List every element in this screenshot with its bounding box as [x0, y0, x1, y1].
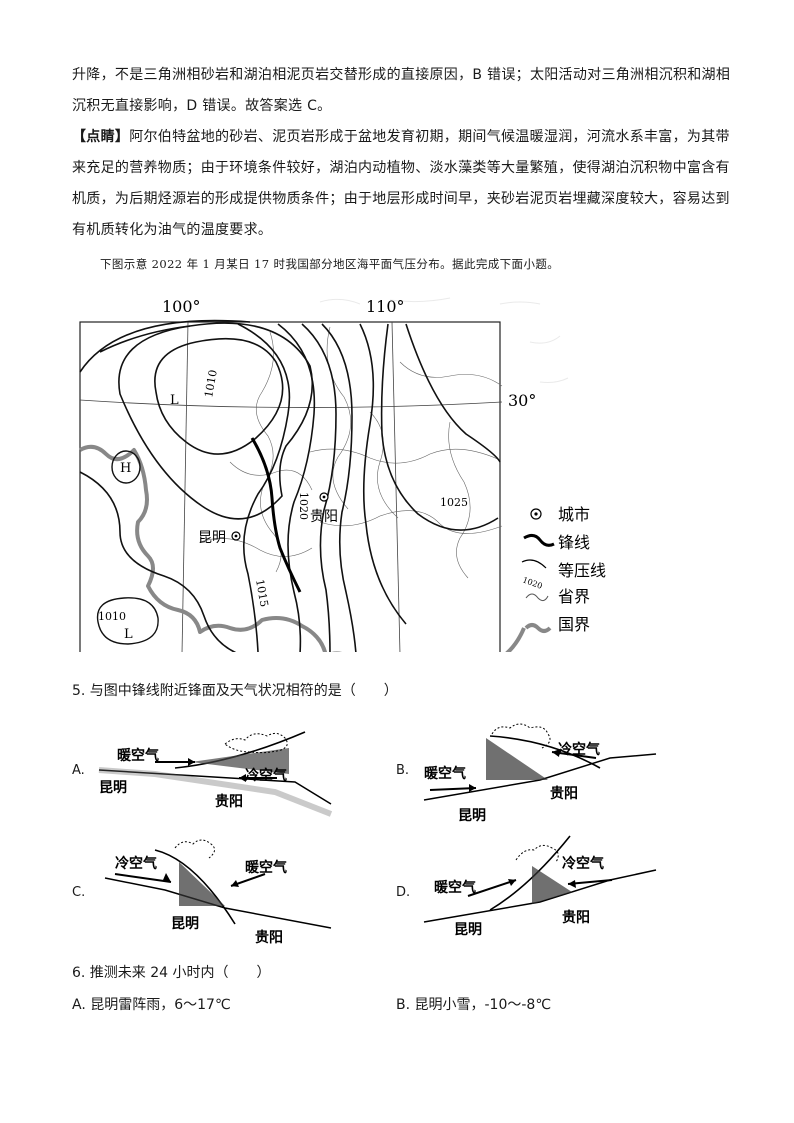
- map-legend: 城市 锋线 1020 等压线 省界 国界: [521, 505, 606, 634]
- parallel-30: [79, 399, 503, 408]
- national-border-icon: [524, 623, 552, 633]
- meridian-110: [391, 321, 401, 652]
- isobar-label: 1010: [98, 610, 126, 623]
- national-border: [79, 444, 526, 652]
- cold-air-label: 冷空气: [115, 855, 157, 872]
- isobar-label: 1020: [297, 492, 310, 520]
- legend-label: 等压线: [558, 561, 606, 580]
- option-b-diagram[interactable]: 暖空气 冷空气 昆明 贵阳: [420, 718, 660, 828]
- q6-option-b[interactable]: B. 昆明小雪，-10～-8℃: [396, 997, 552, 1013]
- option-d-letter[interactable]: D.: [396, 885, 411, 900]
- isobar-label: 1015: [253, 578, 271, 608]
- high-pressure-isobar: [111, 450, 141, 484]
- low-pressure-symbol: L: [170, 393, 179, 408]
- guiyang-label: 贵阳: [255, 929, 283, 946]
- tip-label: 【点睛】: [72, 129, 130, 145]
- option-a-letter[interactable]: A.: [72, 763, 85, 778]
- city-label: 贵阳: [310, 509, 338, 525]
- warm-air-label: 暖空气: [434, 879, 476, 896]
- tip-line: 【点睛】阿尔伯特盆地的砂岩、泥页岩形成于盆地发育初期，期间气候温暖湿润，河流水系…: [72, 129, 730, 145]
- explanation-line: 沉积无直接影响，D 错误。故答案选 C。: [72, 98, 332, 114]
- isobar-label: 1025: [440, 496, 468, 509]
- kunming-label: 昆明: [171, 916, 199, 932]
- meridian-100: [181, 321, 189, 652]
- map-intro: 下图示意 2022 年 1 月某日 17 时我国部分地区海平面气压分布。据此完成…: [100, 257, 560, 271]
- front-line: [250, 437, 302, 593]
- q5-stem: 5. 与图中锋线附近锋面及天气状况相符的是（ ）: [72, 683, 398, 699]
- city-label: 昆明: [198, 530, 226, 546]
- isobar-icon: [521, 559, 547, 569]
- tip-line: 有机质转化为油气的温度要求。: [72, 222, 273, 238]
- legend-label: 锋线: [558, 533, 590, 552]
- guiyang-label: 贵阳: [215, 793, 243, 810]
- kunming-label: 昆明: [99, 780, 127, 796]
- legend-label: 城市: [558, 505, 590, 524]
- option-d-diagram[interactable]: 暖空气 冷空气 昆明 贵阳: [420, 830, 660, 950]
- isobar-label: 1010: [202, 369, 220, 399]
- warm-air-label: 暖空气: [424, 765, 466, 782]
- tip-line: 来充足的营养物质；由于环境条件较好，湖泊内动植物、淡水藻类等大量繁殖，使得湖泊沉…: [72, 160, 730, 176]
- q6-option-a[interactable]: A. 昆明雷阵雨，6～17℃: [72, 997, 231, 1013]
- cold-air-label: 冷空气: [562, 855, 604, 872]
- lat-label-30: 30°: [508, 391, 536, 410]
- kunming-label: 昆明: [454, 922, 482, 938]
- lon-label-110: 110°: [366, 297, 405, 316]
- guiyang-label: 贵阳: [562, 909, 590, 926]
- legend-label: 国界: [558, 615, 590, 634]
- tip-line: 机质，为后期烃源岩的形成提供物质条件；由于地层形成时间早，夹砂岩泥页岩埋藏深度较…: [72, 191, 730, 207]
- explanation-line: 升降，不是三角洲相砂岩和湖泊相泥页岩交替形成的直接原因，B 错误；太阳活动对三角…: [72, 67, 731, 83]
- cold-air-label: 冷空气: [245, 767, 287, 784]
- cold-air-label: 冷空气: [558, 741, 600, 758]
- legend-isobar-sample: 1020: [521, 575, 543, 590]
- legend-label: 省界: [558, 587, 590, 606]
- isobars: [79, 319, 501, 652]
- lon-label-100: 100°: [162, 297, 201, 316]
- map-frame: [79, 321, 501, 652]
- option-c-letter[interactable]: C.: [72, 885, 86, 900]
- warm-air-label: 暖空气: [245, 859, 287, 876]
- option-a-diagram[interactable]: 暖空气 冷空气 昆明 贵阳: [95, 718, 335, 828]
- warm-air-label: 暖空气: [117, 747, 159, 764]
- low-pressure-symbol: L: [124, 627, 133, 642]
- q6-stem: 6. 推测未来 24 小时内（ ）: [72, 965, 271, 981]
- low-pressure-isobar: [96, 597, 159, 645]
- guiyang-label: 贵阳: [550, 785, 578, 802]
- option-c-diagram[interactable]: 冷空气 暖空气 昆明 贵阳: [95, 830, 335, 950]
- province-border-icon: [525, 593, 549, 602]
- option-b-letter[interactable]: B.: [396, 763, 410, 778]
- front-line-icon: [523, 533, 555, 547]
- pressure-map: 100° 110° 30° 1010 1015 1020 1025: [79, 297, 606, 652]
- kunming-label: 昆明: [458, 808, 486, 824]
- explanation-block: 升降，不是三角洲相砂岩和湖泊相泥页岩交替形成的直接原因，B 错误；太阳活动对三角…: [72, 60, 732, 246]
- high-pressure-symbol: H: [120, 461, 131, 476]
- city-kunming: 昆明: [198, 530, 241, 546]
- city-guiyang: 贵阳: [310, 492, 338, 525]
